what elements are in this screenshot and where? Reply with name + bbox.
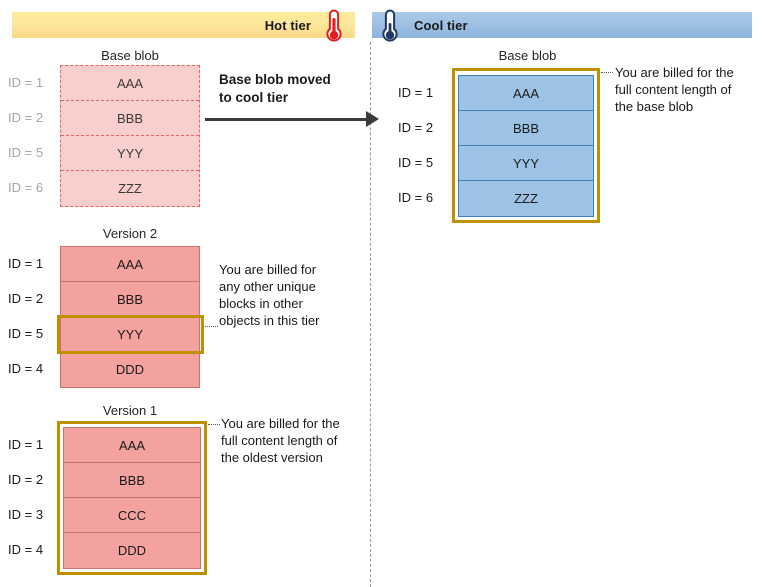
- version-2-id-1: ID = 1: [8, 256, 44, 271]
- cool-base-blob-id-column: ID = 1 ID = 2 ID = 5 ID = 6: [398, 75, 446, 215]
- hot-base-blob-id-4: ID = 6: [8, 180, 44, 195]
- table-row: AAA: [459, 76, 593, 111]
- version-2-table: AAA BBB YYY DDD: [60, 246, 200, 388]
- table-row: CCC: [64, 498, 200, 533]
- transition-label-line2: to cool tier: [219, 90, 289, 105]
- table-row: AAA: [64, 428, 200, 463]
- version-1-id-column: ID = 1 ID = 2 ID = 3 ID = 4: [8, 427, 56, 567]
- version-2-id-4: ID = 4: [8, 361, 44, 376]
- table-row: BBB: [61, 101, 199, 136]
- cool-base-blob-id-3: ID = 5: [398, 155, 434, 170]
- version-2-annotation: You are billed for any other unique bloc…: [219, 261, 359, 329]
- cool-base-blob-annotation-line2: full content length of: [615, 82, 732, 97]
- table-row: AAA: [61, 247, 199, 282]
- version-1-annotation: You are billed for the full content leng…: [221, 415, 371, 466]
- hot-base-blob-table: AAA BBB YYY ZZZ: [60, 65, 200, 207]
- table-row: YYY: [61, 136, 199, 171]
- thermometer-hot-icon: [326, 9, 342, 42]
- version-2-annotation-line4: objects in this tier: [219, 313, 320, 328]
- table-row: BBB: [459, 111, 593, 146]
- cool-base-blob-annotation-leader: [601, 72, 613, 73]
- table-row: DDD: [115, 362, 145, 377]
- cool-tier-header-bar: Cool tier: [372, 12, 752, 38]
- hot-base-blob-id-column: ID = 1 ID = 2 ID = 5 ID = 6: [8, 65, 56, 205]
- version-2-annotation-leader: [205, 326, 218, 327]
- cool-base-blob-table: AAA BBB YYY ZZZ: [458, 75, 594, 217]
- table-row: BBB: [61, 282, 199, 317]
- cool-base-blob-annotation: You are billed for the full content leng…: [615, 64, 761, 115]
- version-2-annotation-line1: You are billed for: [219, 262, 317, 277]
- cool-base-blob-id-4: ID = 6: [398, 190, 434, 205]
- cool-base-blob-id-2: ID = 2: [398, 120, 434, 135]
- right-arrow-icon: [366, 111, 379, 127]
- table-row: ZZZ: [118, 181, 142, 196]
- version-1-id-4: ID = 4: [8, 542, 44, 557]
- table-row: DDD: [117, 543, 147, 558]
- version-2-id-column: ID = 1 ID = 2 ID = 5 ID = 4: [8, 246, 56, 386]
- hot-base-blob-id-2: ID = 2: [8, 110, 44, 125]
- version-1-annotation-line1: You are billed for the: [221, 416, 340, 431]
- version-2-title: Version 2: [102, 226, 158, 241]
- thermometer-cool-icon: [382, 9, 398, 42]
- table-row: YYY: [61, 317, 199, 352]
- hot-base-blob-id-1: ID = 1: [8, 75, 44, 90]
- table-row: ZZZ: [514, 191, 538, 206]
- cool-base-blob-annotation-line1: You are billed for the: [615, 65, 734, 80]
- version-1-annotation-line3: the oldest version: [221, 450, 323, 465]
- transition-arrow-line: [205, 118, 367, 121]
- version-1-id-2: ID = 2: [8, 472, 44, 487]
- cool-tier-label: Cool tier: [414, 17, 468, 33]
- transition-label-line1: Base blob moved: [219, 72, 331, 87]
- version-1-annotation-leader: [208, 424, 220, 425]
- version-1-id-1: ID = 1: [8, 437, 44, 452]
- version-2-id-2: ID = 2: [8, 291, 44, 306]
- version-2-id-3: ID = 5: [8, 326, 44, 341]
- cool-base-blob-title: Base blob: [498, 48, 557, 63]
- table-row: BBB: [64, 463, 200, 498]
- version-1-annotation-line2: full content length of: [221, 433, 338, 448]
- tier-divider-line: [370, 42, 371, 587]
- hot-base-blob-title: Base blob: [101, 48, 159, 63]
- version-1-table: AAA BBB CCC DDD: [63, 427, 201, 569]
- table-row: YYY: [459, 146, 593, 181]
- transition-label: Base blob moved to cool tier: [219, 71, 369, 107]
- hot-tier-label: Hot tier: [264, 17, 311, 33]
- version-1-title: Version 1: [102, 403, 158, 418]
- cool-base-blob-id-1: ID = 1: [398, 85, 434, 100]
- version-1-id-3: ID = 3: [8, 507, 44, 522]
- version-2-annotation-line2: any other unique: [219, 279, 316, 294]
- hot-base-blob-id-3: ID = 5: [8, 145, 44, 160]
- table-row: AAA: [61, 66, 199, 101]
- hot-tier-header-bar: Hot tier: [12, 12, 355, 38]
- cool-base-blob-annotation-line3: the base blob: [615, 99, 694, 114]
- version-2-annotation-line3: blocks in other: [219, 296, 303, 311]
